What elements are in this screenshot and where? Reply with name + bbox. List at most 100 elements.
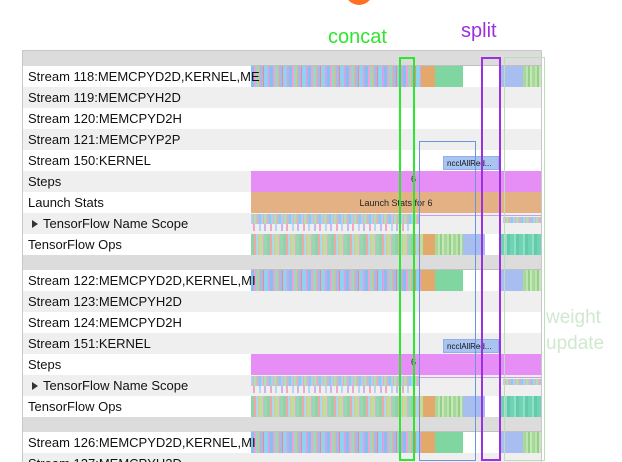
timeline-bar[interactable] xyxy=(251,270,421,291)
track-lane[interactable]: ncclAllRed... xyxy=(251,150,541,171)
track-lane[interactable] xyxy=(251,66,541,87)
timeline-bar[interactable] xyxy=(501,66,523,87)
timeline-subtick[interactable] xyxy=(286,224,288,231)
timeline-subtick[interactable] xyxy=(324,224,327,231)
timeline-subtick[interactable] xyxy=(280,224,283,231)
timeline-subtick[interactable] xyxy=(330,224,332,231)
track-row-stream-126-memcpyd2d-kernel-mi[interactable]: Stream 126:MEMCPYD2D,KERNEL,MI xyxy=(23,432,256,454)
track-lane[interactable] xyxy=(251,234,541,255)
timeline-subtick[interactable] xyxy=(335,224,338,231)
timeline-subtick[interactable] xyxy=(390,386,393,393)
timeline-subtick[interactable] xyxy=(357,224,360,231)
track-row-stream-121-memcpyp2p[interactable]: Stream 121:MEMCPYP2P xyxy=(23,129,251,151)
timeline-bar[interactable] xyxy=(463,234,485,255)
timeline-bar[interactable] xyxy=(251,214,419,224)
nccl-allreduce-event[interactable]: ncclAllRed... xyxy=(443,339,499,353)
timeline-subtick[interactable] xyxy=(297,386,299,393)
track-row-stream-123-memcpyh2d[interactable]: Stream 123:MEMCPYH2D xyxy=(23,291,251,313)
timeline-bar[interactable] xyxy=(519,396,541,417)
timeline-bar[interactable] xyxy=(421,432,435,453)
timeline-bar[interactable] xyxy=(435,66,463,87)
nccl-allreduce-event[interactable]: ncclAllRed... xyxy=(443,156,499,170)
timeline-subtick[interactable] xyxy=(396,386,398,393)
track-lane[interactable]: 6 xyxy=(251,171,541,192)
timeline-subtick[interactable] xyxy=(269,224,272,231)
track-row-stream-119-memcpyh2d[interactable]: Stream 119:MEMCPYH2D xyxy=(23,87,251,109)
track-row-tensorflow-name-scope[interactable]: TensorFlow Name Scope xyxy=(23,213,251,235)
track-lane[interactable] xyxy=(251,453,541,462)
timeline-bar[interactable] xyxy=(501,270,523,291)
timeline-subtick[interactable] xyxy=(368,386,371,393)
timeline-subtick[interactable] xyxy=(390,224,393,231)
track-row-stream-122-memcpyd2d-kernel-mi[interactable]: Stream 122:MEMCPYD2D,KERNEL,MI xyxy=(23,270,256,292)
timeline-bar[interactable] xyxy=(423,234,435,255)
timeline-bar[interactable] xyxy=(503,379,541,385)
track-row-tensorflow-ops[interactable]: TensorFlow Ops xyxy=(23,234,251,256)
timeline-subtick[interactable] xyxy=(302,224,305,231)
timeline-bar[interactable] xyxy=(523,270,541,291)
timeline-subtick[interactable] xyxy=(352,224,354,231)
timeline-bar[interactable] xyxy=(421,66,435,87)
track-row-stream-118-memcpyd2d-kernel-me[interactable]: Stream 118:MEMCPYD2D,KERNEL,ME xyxy=(23,66,260,88)
timeline-bar[interactable] xyxy=(421,270,435,291)
track-lane[interactable] xyxy=(251,312,541,333)
timeline-bar[interactable] xyxy=(501,234,519,255)
timeline-subtick[interactable] xyxy=(275,386,277,393)
timeline-bar[interactable] xyxy=(435,270,463,291)
timeline-bar[interactable] xyxy=(251,432,421,453)
timeline-subtick[interactable] xyxy=(352,386,354,393)
timeline-subtick[interactable] xyxy=(396,224,398,231)
expand-triangle-icon[interactable] xyxy=(32,382,38,390)
timeline-subtick[interactable] xyxy=(313,224,316,231)
expand-triangle-icon[interactable] xyxy=(32,220,38,228)
timeline-bar[interactable] xyxy=(251,396,423,417)
timeline-bar[interactable] xyxy=(463,396,485,417)
timeline-subtick[interactable] xyxy=(335,386,338,393)
timeline-bar[interactable] xyxy=(503,217,541,223)
timeline-subtick[interactable] xyxy=(253,386,255,393)
timeline-subtick[interactable] xyxy=(374,386,376,393)
timeline-subtick[interactable] xyxy=(385,224,387,231)
timeline-subtick[interactable] xyxy=(297,224,299,231)
timeline-subtick[interactable] xyxy=(264,224,266,231)
timeline-subtick[interactable] xyxy=(330,386,332,393)
chevron-down-icon[interactable] xyxy=(29,259,37,265)
timeline-subtick[interactable] xyxy=(412,386,415,393)
step-bar[interactable] xyxy=(251,354,541,375)
timeline-subtick[interactable] xyxy=(269,386,272,393)
track-row-launch-stats[interactable]: Launch Stats xyxy=(23,192,251,214)
launch-stats-bar[interactable]: Launch Stats for 6 xyxy=(251,192,541,213)
timeline-subtick[interactable] xyxy=(308,386,310,393)
timeline-subtick[interactable] xyxy=(341,224,343,231)
track-row-stream-120-memcpyd2h[interactable]: Stream 120:MEMCPYD2H xyxy=(23,108,251,130)
step-bar[interactable] xyxy=(251,171,541,192)
timeline-subtick[interactable] xyxy=(412,224,415,231)
timeline-bar[interactable] xyxy=(501,396,519,417)
timeline-subtick[interactable] xyxy=(319,386,321,393)
timeline-subtick[interactable] xyxy=(324,386,327,393)
track-row-steps[interactable]: Steps xyxy=(23,354,251,376)
timeline-subtick[interactable] xyxy=(379,224,382,231)
timeline-subtick[interactable] xyxy=(308,224,310,231)
timeline-subtick[interactable] xyxy=(374,224,376,231)
track-lane[interactable] xyxy=(251,108,541,129)
timeline-subtick[interactable] xyxy=(313,386,316,393)
track-row-stream-124-memcpyd2h[interactable]: Stream 124:MEMCPYD2H xyxy=(23,312,251,334)
track-lane[interactable]: Launch Stats for 6 xyxy=(251,192,541,213)
timeline-subtick[interactable] xyxy=(407,224,409,231)
timeline-subtick[interactable] xyxy=(302,386,305,393)
timeline-subtick[interactable] xyxy=(357,386,360,393)
timeline-subtick[interactable] xyxy=(385,386,387,393)
timeline-subtick[interactable] xyxy=(363,386,365,393)
timeline-subtick[interactable] xyxy=(368,224,371,231)
track-lane[interactable] xyxy=(251,291,541,312)
timeline-subtick[interactable] xyxy=(346,224,349,231)
track-lane[interactable] xyxy=(251,87,541,108)
timeline-subtick[interactable] xyxy=(258,386,261,393)
timeline-bar[interactable] xyxy=(251,234,423,255)
timeline-subtick[interactable] xyxy=(346,386,349,393)
timeline-bar[interactable] xyxy=(523,66,541,87)
timeline-bar[interactable] xyxy=(435,432,463,453)
track-row-steps[interactable]: Steps xyxy=(23,171,251,193)
